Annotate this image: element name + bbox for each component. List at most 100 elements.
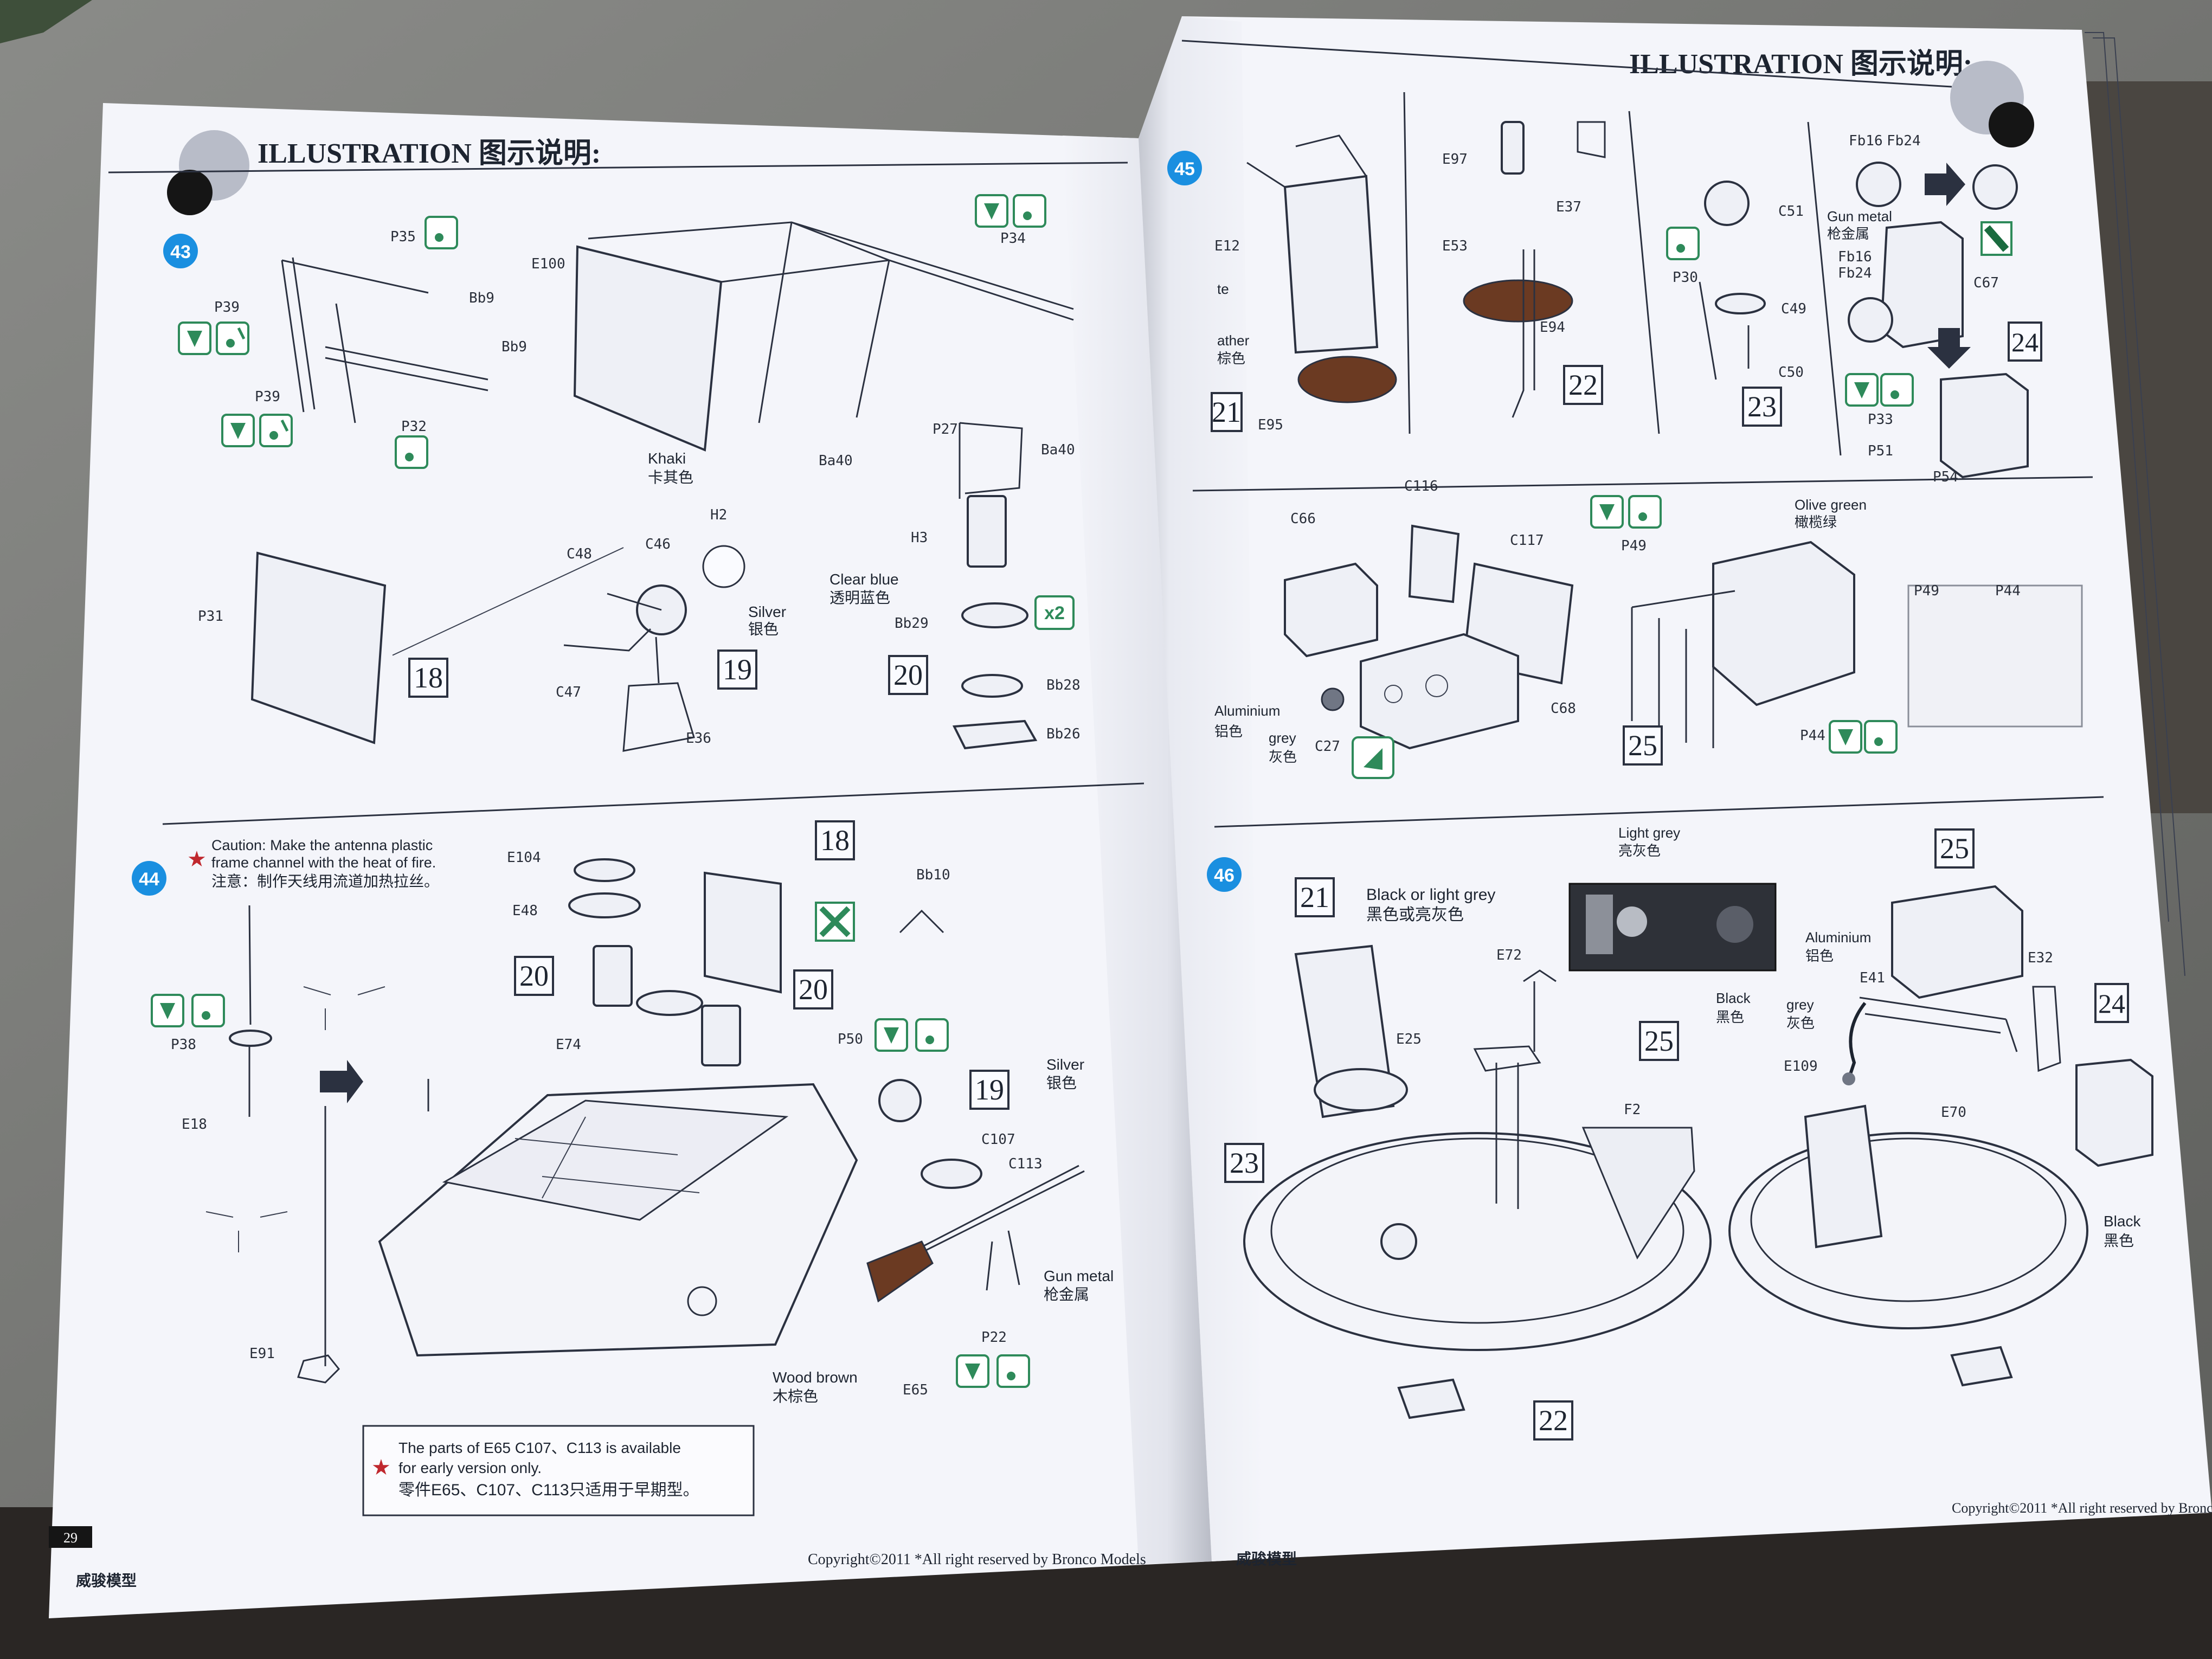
step-number-44: 44 (139, 869, 159, 890)
radio-set-placed (1891, 885, 2023, 999)
label-p38: P38 (171, 1037, 196, 1053)
label-e25: E25 (1396, 1031, 1422, 1047)
base-bb26 (952, 719, 1038, 750)
panel-p31 (250, 551, 387, 744)
label-gun-metal-cn: 枪金属 (1044, 1286, 1089, 1303)
sub-20-ref-2: 20 (799, 973, 828, 1006)
step-arrow (320, 1060, 363, 1103)
sub-21-box-2 (1295, 877, 1335, 917)
periscope-sub (593, 945, 633, 1007)
right-header-rule (1181, 40, 1952, 88)
label-silver-2: Silver (1046, 1056, 1084, 1073)
seat-pad-22 (1397, 1378, 1465, 1419)
step-number-45: 45 (1174, 159, 1195, 179)
label-khaki-cn: 卡其色 (648, 469, 693, 486)
label-p44-sprue: P44 (1995, 583, 2021, 599)
machine-gun-barrel (921, 1165, 1085, 1253)
label-c116: C116 (1404, 478, 1438, 494)
label-p39-2: P39 (255, 389, 280, 405)
upper-frame-rails (588, 221, 1074, 423)
turret-floor-right-inner (1750, 1137, 2067, 1302)
wheel-fb24 (1972, 164, 2018, 210)
drum-c107 (921, 1159, 982, 1189)
label-clear-blue-cn: 透明蓝色 (829, 589, 890, 606)
sub-25-box-3 (1934, 828, 1975, 869)
radio-set-assembled (1712, 541, 1855, 706)
direction-icon (1352, 736, 1394, 779)
clamp-bb10 (899, 909, 944, 934)
label-p44: P44 (1800, 728, 1825, 744)
label-black-cn: 黑色 (1716, 1009, 1744, 1025)
sub-22: 22 (1568, 369, 1598, 401)
rod-p30 (1699, 281, 1750, 380)
label-p33: P33 (1868, 411, 1893, 428)
label-silver-cn: 银色 (748, 621, 779, 638)
label-e97: E97 (1442, 151, 1468, 168)
panel-sub-18 (704, 871, 782, 994)
khaki-panel (573, 245, 723, 452)
paint-icon-3 (425, 216, 458, 249)
label-c67: C67 (1973, 275, 1999, 291)
glue-icon-2 (221, 414, 255, 447)
step-45: 45 E12 E95 te ather 棕色 21 E97 E37 E53 E9… (1167, 92, 2042, 485)
label-h3: H3 (911, 530, 928, 546)
seat-cushion-e53 (1463, 279, 1573, 323)
caution-text-2: frame channel with the heat of fire. (211, 854, 436, 871)
sub-19-box (717, 650, 757, 690)
turret-floor-left (1243, 1132, 1712, 1351)
label-c117: C117 (1510, 532, 1544, 549)
label-e72: E72 (1496, 947, 1522, 963)
note-text-2: for early version only. (398, 1459, 542, 1476)
step-number-43: 43 (170, 242, 191, 262)
paint-icon-6 (191, 994, 225, 1027)
rack-e41 (1859, 996, 2018, 1052)
label-c113: C113 (1008, 1156, 1043, 1172)
machine-gun-stock (866, 1240, 934, 1303)
paint-icon-2 (259, 414, 293, 447)
cupola-e48 (568, 892, 641, 918)
frame-p32 (325, 346, 488, 391)
label-e104: E104 (507, 850, 541, 866)
sub-24-ref: 24 (2098, 988, 2125, 1019)
label-c48: C48 (567, 546, 592, 562)
label-c46: C46 (645, 536, 671, 552)
label-p35: P35 (390, 229, 416, 245)
antenna-rod (248, 905, 252, 1117)
header-circle-black (167, 170, 213, 215)
sub-21-box-clipped (1211, 392, 1243, 432)
mounting-bar-e25 (1473, 1045, 1541, 1209)
step-badge-46 (1207, 857, 1242, 892)
label-p22: P22 (981, 1329, 1007, 1346)
x2-badge-box (1034, 595, 1075, 630)
sub-25-box (1623, 725, 1663, 766)
paint-icon-12 (1864, 720, 1898, 754)
right-copyright: Copyright©2011 *All right reserved by Br… (1952, 1500, 2212, 1516)
glue-icon-7 (1845, 373, 1879, 407)
paint-icon-4 (395, 435, 428, 469)
frame-p39 (281, 257, 429, 423)
label-e91: E91 (249, 1346, 275, 1362)
box-sub-24 (1940, 372, 2029, 479)
label-gun-metal: Gun metal (1044, 1268, 1114, 1284)
left-header-rule (108, 162, 1128, 173)
label-light-grey-cn: 亮灰色 (1618, 843, 1661, 859)
panel-c116 (1408, 524, 1460, 603)
sub-18-box-2 (815, 820, 855, 860)
left-page (49, 103, 1212, 1618)
label-bb28: Bb28 (1046, 677, 1081, 693)
box-sub-24-placed (2075, 1058, 2153, 1167)
label-e94: E94 (1540, 319, 1565, 336)
glue-icon (178, 321, 211, 355)
label-black-or-light-grey: Black or light grey (1366, 886, 1495, 904)
sub-25-ref-2: 25 (1940, 832, 1969, 865)
label-c27: C27 (1315, 738, 1340, 755)
radio-photo-dial-2 (1716, 906, 1753, 943)
sub-23-box (1742, 387, 1782, 427)
label-fb16: Fb16 (1849, 133, 1883, 149)
sub-20-ref: 20 (519, 960, 549, 992)
label-white-fragment: te (1217, 281, 1229, 297)
label-fb16-2: Fb16 (1838, 249, 1872, 265)
label-wood-brown: Wood brown (773, 1369, 858, 1386)
seat-pad-right (1950, 1346, 2013, 1387)
right-footer-brand: 威骏模型 (1236, 1550, 1297, 1567)
